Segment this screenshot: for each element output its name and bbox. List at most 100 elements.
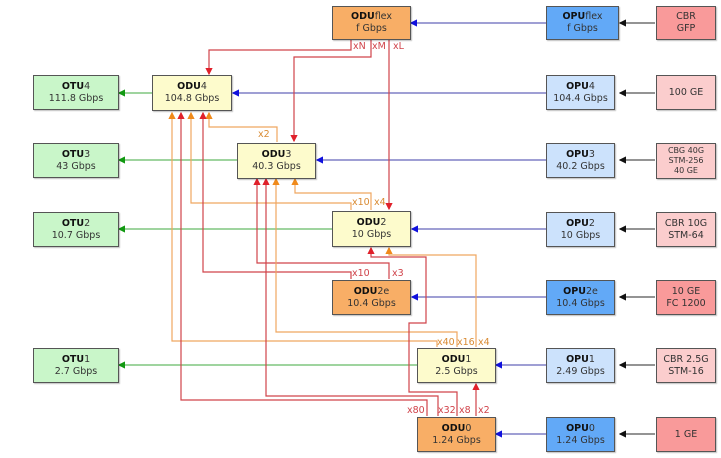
otu1-node[interactable]: OTU1 2.7 Gbps [33,348,119,383]
mux-label-odu0-x80: x80 [407,405,425,416]
client-1-line-1: CBR 2.5G [663,353,709,365]
odu4-rate: 104.8 Gbps [164,93,220,104]
oduflex-prefix: ODU [351,11,375,22]
opu2-suffix: 2 [588,217,595,229]
opu1-prefix: OPU [566,353,589,365]
otu1-rate: 2.7 Gbps [54,365,98,377]
mux-label-odu1-x40: x40 [437,337,455,348]
otu3-prefix: OTU [61,148,85,160]
opu2e-prefix: OPU [563,285,586,297]
client-2e-node[interactable]: 10 GE FC 1200 [656,280,716,315]
opu1-node[interactable]: OPU1 2.49 Gbps [546,348,615,383]
wire-odu1-odu3 [272,177,458,347]
opu2e-rate: 10.4 Gbps [556,297,605,309]
opu4-node[interactable]: OPU4 104.4 Gbps [546,75,615,110]
wire-odu0-odu3 [262,177,439,416]
client-3-line-2: STM-256 [668,156,704,165]
odu3-node[interactable]: ODU3 40.3 Gbps [237,143,316,179]
client-flex-node[interactable]: CBR GFP [656,6,716,40]
odu4-node[interactable]: ODU4 104.8 Gbps [152,75,232,111]
mux-label-odu0-x2: x2 [478,405,490,416]
otu3-node[interactable]: OTU3 43 Gbps [33,143,119,178]
odu0-node[interactable]: ODU0 1.24 Gbps [417,417,496,452]
client-2-line-2: STM-64 [668,229,704,241]
wire-odu2-odu4 [187,111,352,210]
opu3-rate: 40.2 Gbps [556,160,605,172]
opuflex-node[interactable]: OPUflex f Gbps [546,6,619,40]
opu1-rate: 2.49 Gbps [556,365,605,377]
client-3-line-3: 40 GE [674,166,698,175]
wire-odu1-odu2 [385,246,477,347]
mux-label-odu1-x16: x16 [457,337,475,348]
mux-label-odu0-x8: x8 [459,405,471,416]
wire-odu0-odu2 [367,246,458,416]
odu4-prefix: ODU [177,81,201,92]
opu3-suffix: 3 [588,148,595,160]
wire-odu3-odu4 [205,111,278,142]
client-2-line-1: CBR 10G [664,217,708,229]
opu0-node[interactable]: OPU0 1.24 Gbps [546,417,615,452]
opu0-suffix: 0 [588,422,595,434]
oduflex-rate: f Gbps [356,23,387,34]
oduflex-suffix: flex [374,11,392,22]
opuflex-prefix: OPU [562,11,586,22]
odu1-rate: 2.5 Gbps [435,365,478,377]
client-1-node[interactable]: CBR 2.5G STM-16 [656,348,716,383]
odu0-prefix: ODU [441,422,466,434]
otu4-prefix: OTU [61,80,85,92]
odu1-suffix: 1 [465,353,472,365]
client-4-line-1: 100 GE [668,86,704,98]
opu2-node[interactable]: OPU2 10 Gbps [546,212,615,247]
wire-oduflex-odu4 [205,40,352,76]
mux-label-oduflex-n: xN [353,41,366,52]
odu0-suffix: 0 [465,422,472,434]
opu0-prefix: OPU [566,422,589,434]
mux-label-odu0-x32: x32 [438,405,456,416]
opu4-rate: 104.4 Gbps [553,92,608,104]
wire-odu0-odu4 [177,111,428,416]
client-4-node[interactable]: 100 GE [656,75,716,110]
otu4-node[interactable]: OTU4 111.8 Gbps [33,75,119,110]
client-0-node[interactable]: 1 GE [656,417,716,452]
client-2e-line-1: 10 GE [671,285,701,297]
client-3-node[interactable]: CBG 40G STM-256 40 GE [656,143,716,179]
opu2-prefix: OPU [566,217,589,229]
opu2e-node[interactable]: OPU2e 10.4 Gbps [546,280,615,315]
odu2-suffix: 2 [380,217,387,228]
mux-label-oduflex-l: xL [393,41,404,52]
opu2-rate: 10 Gbps [560,229,601,241]
wire-odu2e-odu3 [253,177,390,279]
mux-label-odu3-x2: x2 [258,129,270,140]
odu2e-node[interactable]: ODU2e 10.4 Gbps [332,280,411,315]
oduflex-node[interactable]: ODUflex f Gbps [332,6,411,40]
otu2-suffix: 2 [84,217,91,229]
odu1-node[interactable]: ODU1 2.5 Gbps [417,348,496,383]
wire-odu1-odu4 [168,111,438,347]
wire-odu2e-odu4 [199,111,352,279]
mux-label-odu2-x10: x10 [352,197,370,208]
client-flex-line-1: CBR [676,11,696,22]
odu3-rate: 40.3 Gbps [252,161,301,172]
opu3-prefix: OPU [566,148,589,160]
odu2-prefix: ODU [356,217,381,228]
mux-label-odu1-x4: x4 [478,337,490,348]
client-2e-line-2: FC 1200 [666,297,706,309]
opu2e-suffix: 2e [585,285,598,297]
mux-label-odu2-x4: x4 [374,197,386,208]
mux-label-odu2e-x3: x3 [392,268,404,279]
odu4-suffix: 4 [200,81,207,92]
opu1-suffix: 1 [588,353,595,365]
odu2-node[interactable]: ODU2 10 Gbps [332,211,411,247]
opuflex-suffix: flex [585,11,603,22]
client-0-line-1: 1 GE [674,428,698,440]
odu3-prefix: ODU [261,149,286,160]
client-2-node[interactable]: CBR 10G STM-64 [656,212,716,247]
opu3-node[interactable]: OPU3 40.2 Gbps [546,143,615,178]
mux-label-odu2e-x10: x10 [352,268,370,279]
mux-label-oduflex-m: xM [372,41,386,52]
otu4-suffix: 4 [84,80,91,92]
odu1-prefix: ODU [441,353,466,365]
opu0-rate: 1.24 Gbps [556,434,605,446]
otu2-node[interactable]: OTU2 10.7 Gbps [33,212,119,247]
